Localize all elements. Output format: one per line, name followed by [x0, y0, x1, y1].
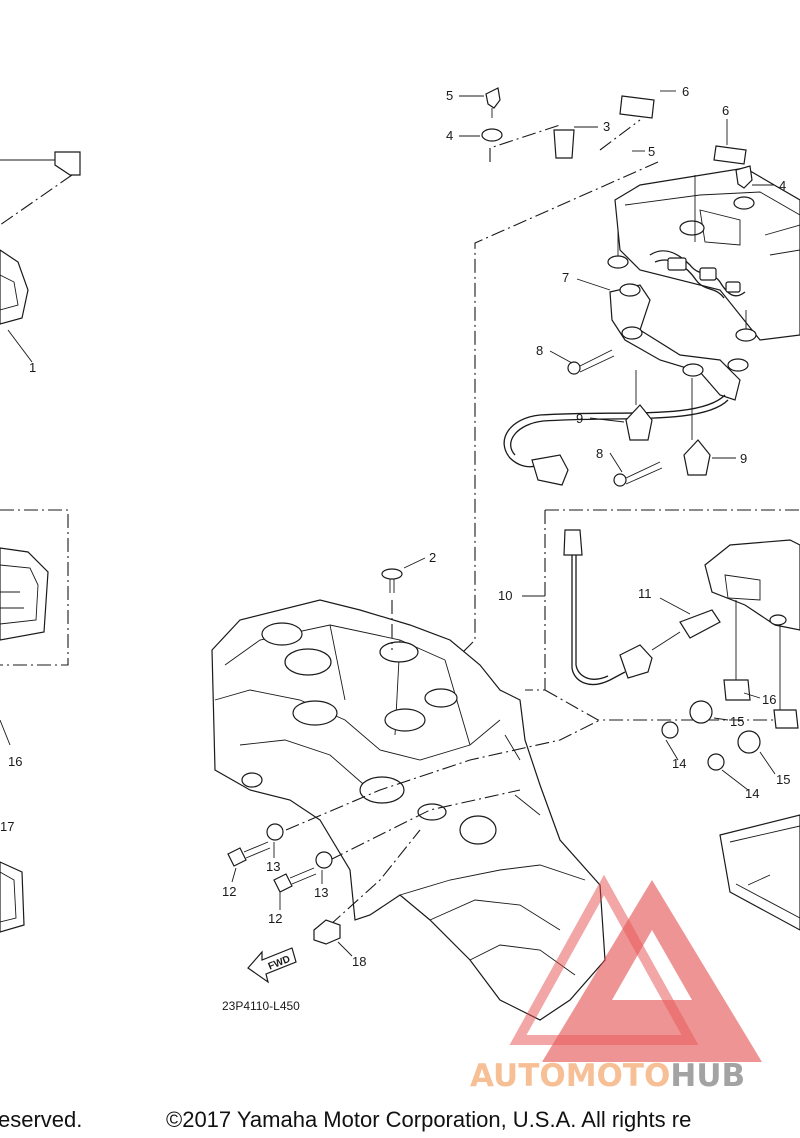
callout-11: 11	[638, 586, 652, 601]
callout-15: 15	[730, 714, 744, 729]
copyright-text: ©2017 Yamaha Motor Corporation, U.S.A. A…	[166, 1107, 691, 1132]
callout-9: 9	[740, 451, 747, 466]
callout-5: 5	[446, 88, 453, 103]
callout-14: 14	[672, 756, 686, 771]
callout-5: 5	[648, 144, 655, 159]
callout-17: 17	[0, 819, 14, 834]
watermark-logo: AUTOMOTOHUB	[470, 874, 762, 1094]
callout-6: 6	[722, 103, 729, 118]
callout-8: 8	[536, 343, 543, 358]
watermark-text-hub: HUB	[670, 1058, 745, 1094]
rear-fender-body	[211, 568, 606, 1021]
callout-18: 18	[352, 954, 366, 969]
callout-13: 13	[266, 859, 280, 874]
license-light-assembly	[525, 509, 800, 931]
callout-4: 4	[779, 178, 786, 193]
callout-16: 16	[8, 754, 22, 769]
watermark-triangle-icon	[542, 880, 762, 1062]
callout-12: 12	[268, 911, 282, 926]
callout-14: 14	[745, 786, 759, 801]
callout-labels: 1 2 3 4 4 5 5 6 6 7 8 8 9 9 10 11 12 12 …	[0, 84, 790, 969]
callout-16: 16	[762, 692, 776, 707]
callout-9: 9	[576, 411, 583, 426]
watermark-text-automoto: AUTOMOTO	[470, 1058, 670, 1094]
callout-10: 10	[498, 588, 512, 603]
callout-15: 15	[776, 772, 790, 787]
callout-8: 8	[596, 446, 603, 461]
callout-7: 7	[562, 270, 569, 285]
watermark-text: AUTOMOTOHUB	[470, 1058, 745, 1094]
taillight-bracket-assembly	[454, 87, 800, 661]
left-cropped-view	[0, 151, 81, 933]
footer-left-fragment: eserved.	[0, 1107, 82, 1132]
diagram-code: 23P4110-L450	[222, 999, 300, 1013]
callout-13: 13	[314, 885, 328, 900]
callout-leaders	[231, 90, 776, 957]
callout-6: 6	[682, 84, 689, 99]
callout-2: 2	[429, 550, 436, 565]
callout-3: 3	[603, 119, 610, 134]
callout-12: 12	[222, 884, 236, 899]
callout-4: 4	[446, 128, 453, 143]
callout-1: 1	[29, 360, 36, 375]
